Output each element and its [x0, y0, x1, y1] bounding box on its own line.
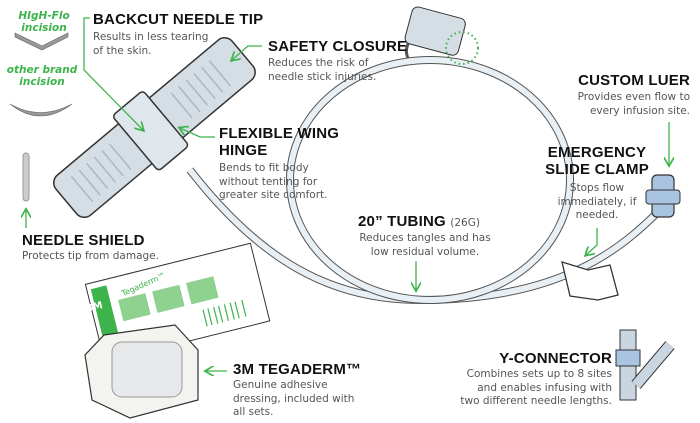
tubing-gauge: (26G): [450, 217, 480, 229]
safety-desc: Reduces the risk of needle stick injurie…: [268, 57, 377, 83]
other-incision-shape: [9, 103, 73, 117]
backcut-title: BACKCUT NEEDLE TIP: [93, 11, 264, 28]
safety-title: SAFETY CLOSURE: [268, 38, 408, 55]
backcut-desc: Results in less tearing of the skin.: [93, 31, 209, 57]
highflo-incision-shape: [14, 32, 69, 51]
slide-clamp-image: [561, 261, 619, 301]
clamp-title: EMERGENCY SLIDE CLAMP: [545, 144, 649, 178]
yconnector-desc: Combines sets up to 8 sites and enables …: [460, 368, 612, 407]
luer-desc: Provides even flow to every infusion sit…: [577, 91, 690, 117]
safety-closure-image: [404, 6, 479, 65]
highflo-incision-label: HIgH-Flo incision: [18, 10, 70, 34]
custom-luer-image: [645, 174, 681, 218]
tegaderm-title: 3M TEGADERM™: [233, 361, 362, 378]
clamp-desc: Stops flow immediately, if needed.: [557, 182, 637, 221]
shield-title: NEEDLE SHIELD: [22, 232, 145, 249]
tubing-title: 20” TUBING (26G): [358, 213, 480, 230]
wing-title: FLEXIBLE WING HINGE: [219, 125, 340, 159]
tubing-desc: Reduces tangles and has low residual vol…: [359, 232, 491, 258]
luer-title: CUSTOM LUER: [578, 72, 690, 89]
butterfly-wing-image: [53, 37, 256, 219]
other-incision-label: other brand incision: [6, 64, 78, 88]
y-connector-image: [615, 329, 675, 401]
shield-desc: Protects tip from damage.: [22, 250, 159, 262]
tegaderm-desc: Genuine adhesive dressing, included with…: [233, 379, 355, 418]
tubing-image: [186, 56, 663, 305]
wing-desc: Bends to fit body without tenting for gr…: [219, 162, 328, 201]
yconnector-title: Y-CONNECTOR: [499, 350, 612, 367]
needle-shield-image: [22, 152, 30, 202]
